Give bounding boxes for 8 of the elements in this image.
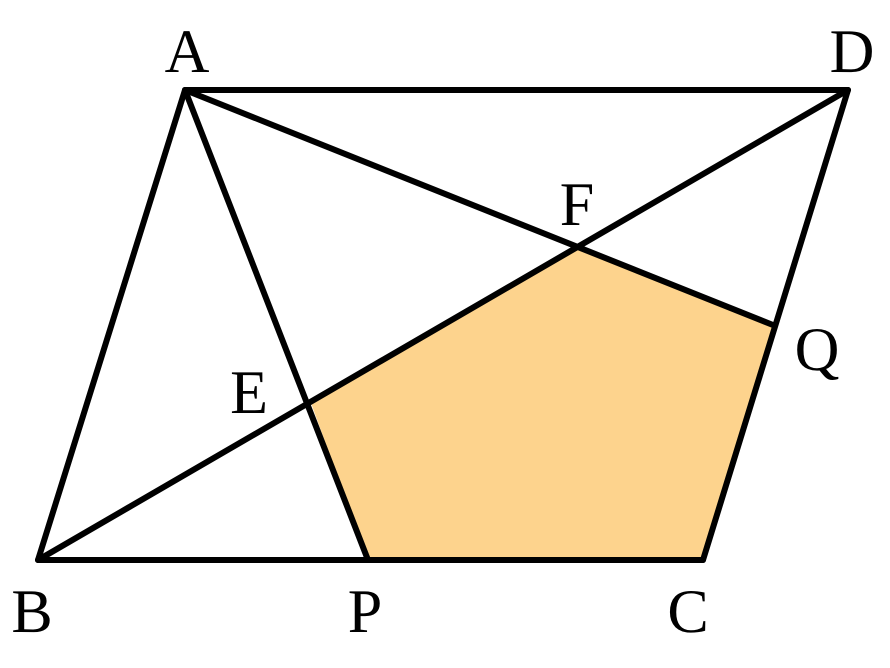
- point-label: D: [830, 21, 874, 83]
- point-label: A: [164, 21, 210, 83]
- point-label: E: [230, 362, 268, 424]
- point-label: B: [11, 581, 53, 643]
- point-label: F: [560, 174, 594, 236]
- point-label: C: [667, 581, 709, 643]
- point-label: Q: [794, 319, 840, 381]
- point-label: P: [348, 581, 382, 643]
